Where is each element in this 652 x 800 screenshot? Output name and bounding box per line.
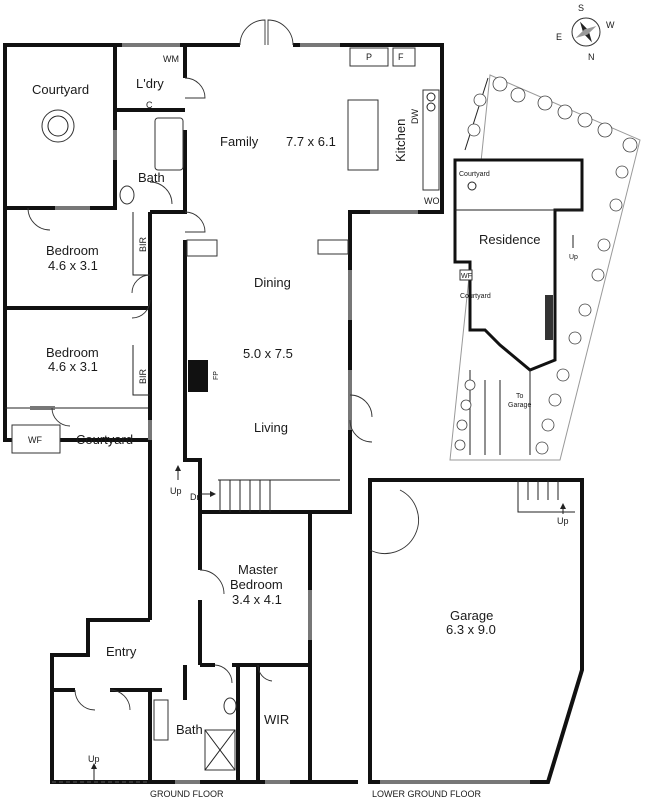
toilet-lower-icon bbox=[223, 697, 237, 715]
bath-lower-label: Bath bbox=[176, 722, 203, 737]
compass-s: S bbox=[578, 3, 584, 13]
site-garage-label: Garage bbox=[508, 402, 531, 409]
bathtub-icon bbox=[154, 117, 184, 171]
courtyard-planter-icon bbox=[41, 109, 75, 143]
master-label: Master bbox=[238, 562, 278, 577]
kitchen-label: Kitchen bbox=[393, 119, 408, 162]
dining-living-dim: 5.0 x 7.5 bbox=[243, 346, 293, 361]
entry-label: Entry bbox=[106, 644, 137, 659]
compass-e: E bbox=[556, 32, 562, 42]
compass-labels: S W E N bbox=[556, 3, 615, 62]
laundry-label: L'dry bbox=[136, 76, 164, 91]
dn-label: Dn bbox=[190, 492, 202, 502]
kitchen-island bbox=[347, 99, 379, 171]
up-garage-label: Up bbox=[557, 516, 569, 526]
ground-floor-label: GROUND FLOOR bbox=[150, 789, 224, 799]
site-residence-label: Residence bbox=[479, 232, 540, 247]
bath-upper-label: Bath bbox=[138, 170, 165, 185]
living-label: Living bbox=[254, 420, 288, 435]
stair-arrows bbox=[91, 465, 566, 780]
dining-label: Dining bbox=[254, 275, 291, 290]
bir2-label: BIR bbox=[138, 368, 148, 384]
bedroom1-dim: 4.6 x 3.1 bbox=[48, 258, 98, 273]
bedroom2-label: Bedroom bbox=[46, 345, 99, 360]
bedroom2-dim: 4.6 x 3.1 bbox=[48, 359, 98, 374]
fireplace-icon bbox=[188, 360, 208, 392]
bedroom1-label: Bedroom bbox=[46, 243, 99, 258]
garage-dim: 6.3 x 9.0 bbox=[446, 622, 496, 637]
doors bbox=[27, 19, 373, 711]
bir1-label: BIR bbox=[138, 236, 148, 252]
compass-icon bbox=[571, 17, 601, 47]
courtyard-w-label: Courtyard bbox=[76, 432, 133, 447]
trees-icon bbox=[454, 76, 638, 455]
master-label-2: Bedroom bbox=[230, 577, 283, 592]
site-wf-label: WF bbox=[461, 273, 472, 280]
site-up-label: Up bbox=[569, 254, 578, 261]
lower-ground-floor-label: LOWER GROUND FLOOR bbox=[372, 789, 482, 799]
wm-label: WM bbox=[163, 54, 179, 64]
family-label: Family bbox=[220, 134, 259, 149]
courtyard-nw-label: Courtyard bbox=[32, 82, 89, 97]
water-feature bbox=[11, 424, 61, 454]
up1-label: Up bbox=[170, 486, 182, 496]
cupboard-label: C bbox=[146, 100, 153, 110]
garage-walls bbox=[368, 478, 584, 784]
fridge-label: F bbox=[398, 52, 404, 62]
ground-floor-walls bbox=[3, 43, 444, 784]
garage-label: Garage bbox=[450, 608, 493, 623]
master-dim: 3.4 x 4.1 bbox=[232, 592, 282, 607]
wo-label: WO bbox=[424, 196, 440, 206]
compass-n: N bbox=[588, 52, 595, 62]
vanity-icon bbox=[153, 699, 169, 741]
site-plan-inset bbox=[449, 74, 641, 461]
compass-w: W bbox=[606, 20, 615, 30]
pantry-label: P bbox=[366, 52, 372, 62]
stairs-icon bbox=[219, 480, 271, 512]
site-to-label: To bbox=[516, 393, 524, 400]
kitchen-bench bbox=[422, 89, 440, 191]
fixtures bbox=[11, 47, 440, 783]
toilet-icon bbox=[119, 185, 135, 205]
up-entry-label: Up bbox=[88, 754, 100, 764]
site-courtyard-mid-label: Courtyard bbox=[460, 293, 491, 300]
wir-label: WIR bbox=[264, 712, 289, 727]
dw-label: DW bbox=[410, 109, 420, 124]
wf-label: WF bbox=[28, 435, 42, 445]
family-dim: 7.7 x 6.1 bbox=[286, 134, 336, 149]
site-courtyard-top-label: Courtyard bbox=[459, 171, 490, 178]
fp-label: FP bbox=[213, 371, 220, 380]
